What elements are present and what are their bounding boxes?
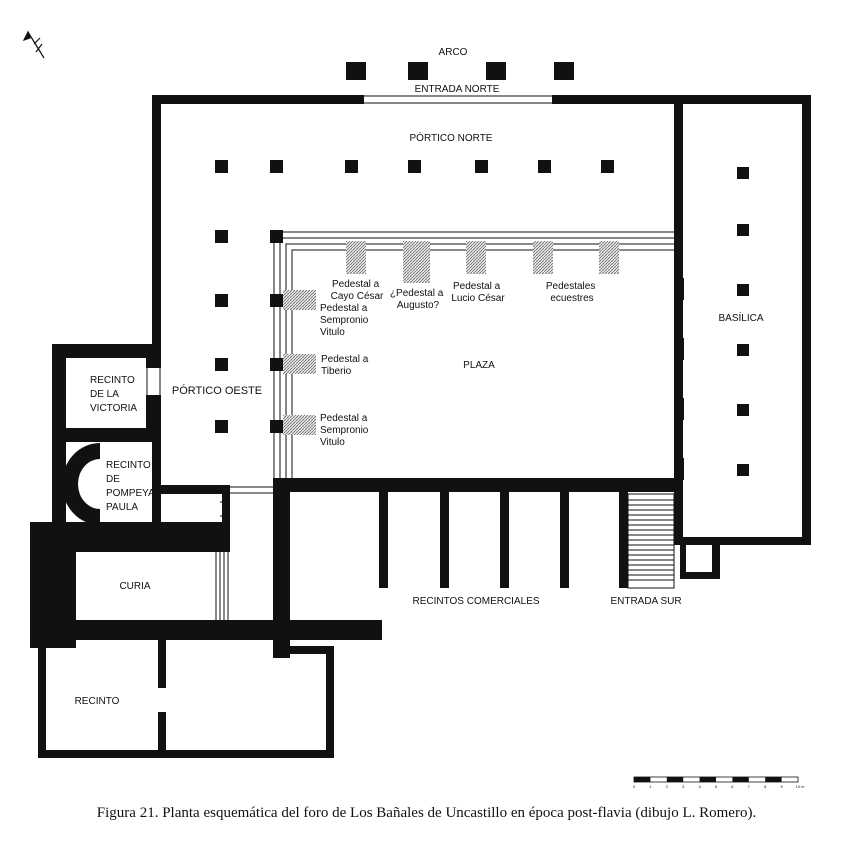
pedestal-lucio-label: Pedestal a Lucio César [451, 281, 505, 304]
curia-threshold [215, 552, 229, 620]
scale-tick-3: 3 [682, 784, 685, 789]
arch-piers [346, 62, 574, 80]
plaza-label: PLAZA [463, 360, 495, 371]
entrada-sur-label: ENTRADA SUR [610, 596, 681, 607]
scale-tick-9: 9 [780, 784, 783, 789]
pedestales-ecuestres-label: Pedestales ecuestres [546, 281, 598, 304]
walls [30, 95, 811, 758]
portico-columns [215, 160, 614, 433]
portico-norte-label: PÓRTICO NORTE [410, 131, 493, 144]
scale-tick-7: 7 [748, 784, 751, 789]
pompeya-threshold [220, 486, 273, 517]
basilica-label: BASÍLICA [718, 311, 763, 324]
figure-caption: Figura 21. Planta esquemática del foro d… [96, 805, 757, 821]
scale-tick-8: 8 [764, 784, 767, 789]
scale-tick-6: 6 [731, 784, 734, 789]
forum-plan: ARCO ENTRADA NORTE PÓRTICO NORTE PÓRTICO… [22, 30, 811, 789]
entrada-norte-label: ENTRADA NORTE [415, 84, 500, 95]
scale-tick-4: 4 [698, 784, 701, 789]
scale-tick-2: 2 [666, 784, 669, 789]
north-entrance [364, 95, 552, 104]
pedestal-cayo-label: Pedestal a Cayo César [331, 279, 384, 302]
recintos-comerciales-label: RECINTOS COMERCIALES [412, 596, 539, 607]
victoria-entrance [146, 368, 161, 395]
scale-tick-0: 0 [633, 784, 636, 789]
pedestals [283, 241, 619, 435]
south-entrance-steps [627, 493, 675, 589]
scale-bar: 0 1 2 3 4 5 6 7 8 9 10 m [633, 776, 806, 789]
recinto-pompeya-label: RECINTO DE POMPEYA PAULA [106, 460, 157, 513]
arco-label: ARCO [439, 47, 468, 58]
recinto-victoria-label: RECINTO DE LA VICTORIA [90, 375, 138, 414]
basilica-columns [737, 167, 749, 476]
plaza-east-piers [674, 278, 684, 480]
curia-label: CURIA [119, 581, 150, 592]
pedestal-sempronio-1-label: Pedestal a Sempronio Vitulo [320, 303, 371, 338]
pedestal-augusto-label: ¿Pedestal a Augusto? [390, 288, 446, 311]
pompeya-apse [62, 443, 100, 525]
scale-tick-5: 5 [715, 784, 718, 789]
recinto-label: RECINTO [75, 696, 120, 707]
north-arrow-icon [22, 30, 45, 59]
scale-tick-1: 1 [649, 784, 652, 789]
pedestal-tiberio-label: Pedestal a Tiberio [321, 354, 371, 377]
pedestal-sempronio-2-label: Pedestal a Sempronio Vitulo [320, 413, 371, 448]
scale-tick-10: 10 m [796, 784, 806, 789]
portico-oeste-label: PÓRTICO OESTE [172, 384, 262, 397]
